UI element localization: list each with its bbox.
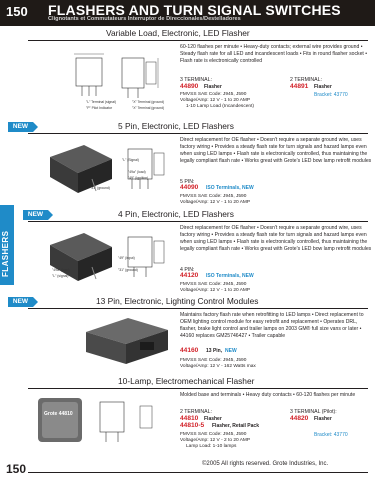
callout-p-pilot: "P" Pilot Indicator — [86, 106, 113, 110]
terminal-label: 2 TERMINAL: — [180, 409, 212, 415]
pin-label: 5 PIN: — [180, 179, 195, 185]
pin-label: 4 PIN: — [180, 267, 195, 273]
callout-x-terminal: "X" Terminal (ground) — [132, 100, 165, 104]
spec-line: FMVSS SAE Code: J945, J590 — [180, 282, 247, 287]
spec-line: FMVSS SAE Code: J945, J590 — [180, 194, 247, 199]
page-header: 150 FLASHERS AND TURN SIGNAL SWITCHES Cl… — [0, 0, 375, 26]
spec-line: FMVSS SAE Code: J945, J590 — [180, 432, 247, 437]
spec-line: FMVSS SAE Code: J945, J590 — [180, 358, 247, 363]
footer-page-number: 150 — [6, 462, 27, 476]
terminal-label: 2 TERMINAL: — [290, 77, 322, 83]
bracket-ref: Bracket: 43770 — [314, 432, 348, 438]
terminal-label: 3 TERMINAL: — [180, 77, 212, 83]
bracket-ref: Bracket: 43770 — [314, 92, 348, 98]
spec-line: Lamp Load: 1-10 lamps — [186, 444, 237, 449]
callout-49-ignition: "49" (Ignition) — [128, 176, 149, 180]
section-description: Molded base and terminals • Heavy duty c… — [180, 392, 356, 398]
callout-49a-load: "49a" (load) — [52, 268, 70, 272]
lighting-control-module-image — [82, 312, 172, 370]
section-description: Maintains factory flash rate when retrof… — [180, 312, 364, 339]
page-subtitle: Clignotants et Commutateurs Interruptor … — [48, 16, 241, 22]
section-description: Direct replacement for OE flasher • Does… — [180, 137, 372, 164]
electromechanical-flasher-image — [30, 392, 176, 454]
part-tag: ISO Terminals, NEW — [206, 273, 254, 279]
part-tag: Flasher — [314, 416, 332, 422]
section-divider — [28, 388, 368, 389]
spec-line: 1-10 Lamp Load (Incandescent) — [186, 104, 254, 109]
part-number: 44120 — [180, 272, 199, 279]
part-number: 44820 — [290, 415, 309, 422]
section-description: Direct replacement for OE flasher • Does… — [180, 225, 372, 252]
flasher-diagram-image — [70, 44, 174, 116]
header-page-number: 150 — [6, 4, 28, 19]
flasher-label-text: Grote 44810 — [44, 411, 73, 417]
part-number: 44090 — [180, 184, 199, 191]
footer-copyright: ©2005 All rights reserved. Grote Industr… — [202, 461, 329, 467]
page-title: FLASHERS AND TURN SIGNAL SWITCHES — [48, 2, 341, 18]
spec-line: Voltage/Amp: 12 V - 2 to 20 AMP — [180, 438, 251, 443]
part-tag: ISO Terminals, NEW — [206, 185, 254, 191]
section-divider — [28, 40, 368, 41]
section-title-13-pin: 13 Pin, Electronic, Lighting Control Mod… — [96, 296, 259, 306]
part-tag: Flasher — [204, 416, 222, 422]
new-badge: NEW — [8, 297, 38, 307]
terminal-label: 3 TERMINAL (Pilot): — [290, 409, 337, 415]
section-description: 60-120 flashes per minute • Heavy-duty c… — [180, 44, 368, 64]
part-number: 44891 — [290, 83, 309, 90]
section-divider — [28, 221, 368, 222]
callout-l-terminal: "L" Terminal (signal) — [86, 100, 117, 104]
spec-line: FMVSS SAE Code: J945, J590 — [180, 92, 247, 97]
spec-line: Voltage/Amp: 12 V - 1 to 20 AMP — [180, 288, 251, 293]
part-tag: Flasher — [314, 84, 332, 90]
5-pin-flasher-image — [44, 137, 176, 201]
part-number: 44810-5 — [180, 422, 205, 429]
section-title-variable-load: Variable Load, Electronic, LED Flasher — [106, 28, 250, 38]
callout-l-signal: "L" (signal) — [52, 274, 69, 278]
part-number: 44160 — [180, 347, 199, 354]
spec-line: Voltage/Amp: 12 V - 1 to 20 AMP — [180, 200, 251, 205]
callout-31-ground: "31" (ground) — [118, 268, 138, 272]
callout-x-terminal-2: "X" Terminal (ground) — [132, 106, 165, 110]
section-divider — [28, 308, 368, 309]
part-number: 44890 — [180, 83, 199, 90]
new-badge: NEW — [8, 122, 38, 132]
footer-divider — [28, 472, 368, 473]
new-tag: NEW — [225, 348, 237, 354]
callout-49-input: "49" (input) — [118, 256, 135, 260]
part-tag: 13 Pin, — [206, 348, 223, 354]
section-title-10-lamp: 10-Lamp, Electromechanical Flasher — [118, 376, 255, 386]
part-tag: Flasher — [204, 84, 222, 90]
section-title-4-pin: 4 Pin, Electronic, LED Flashers — [118, 209, 234, 219]
callout-31-ground: "31" (ground) — [90, 186, 110, 190]
4-pin-flasher-image — [44, 225, 176, 289]
spec-line: Voltage/Amp: 12 V - 162 Watts max — [180, 364, 256, 369]
callout-49a-load: "49a" (load) — [128, 170, 146, 174]
part-tag: Flasher, Retail Pack — [212, 423, 259, 429]
part-number: 44810 — [180, 415, 199, 422]
section-divider — [28, 133, 368, 134]
side-tab-label: FLASHERS — [1, 230, 10, 277]
callout-l-signal: "L" (Signal) — [122, 158, 139, 162]
section-title-5-pin: 5 Pin, Electronic, LED Flashers — [118, 121, 234, 131]
new-badge: NEW — [23, 210, 53, 220]
side-tab: FLASHERS — [0, 205, 14, 285]
spec-line: Voltage/Amp: 12 V - 1 to 20 AMP — [180, 98, 251, 103]
